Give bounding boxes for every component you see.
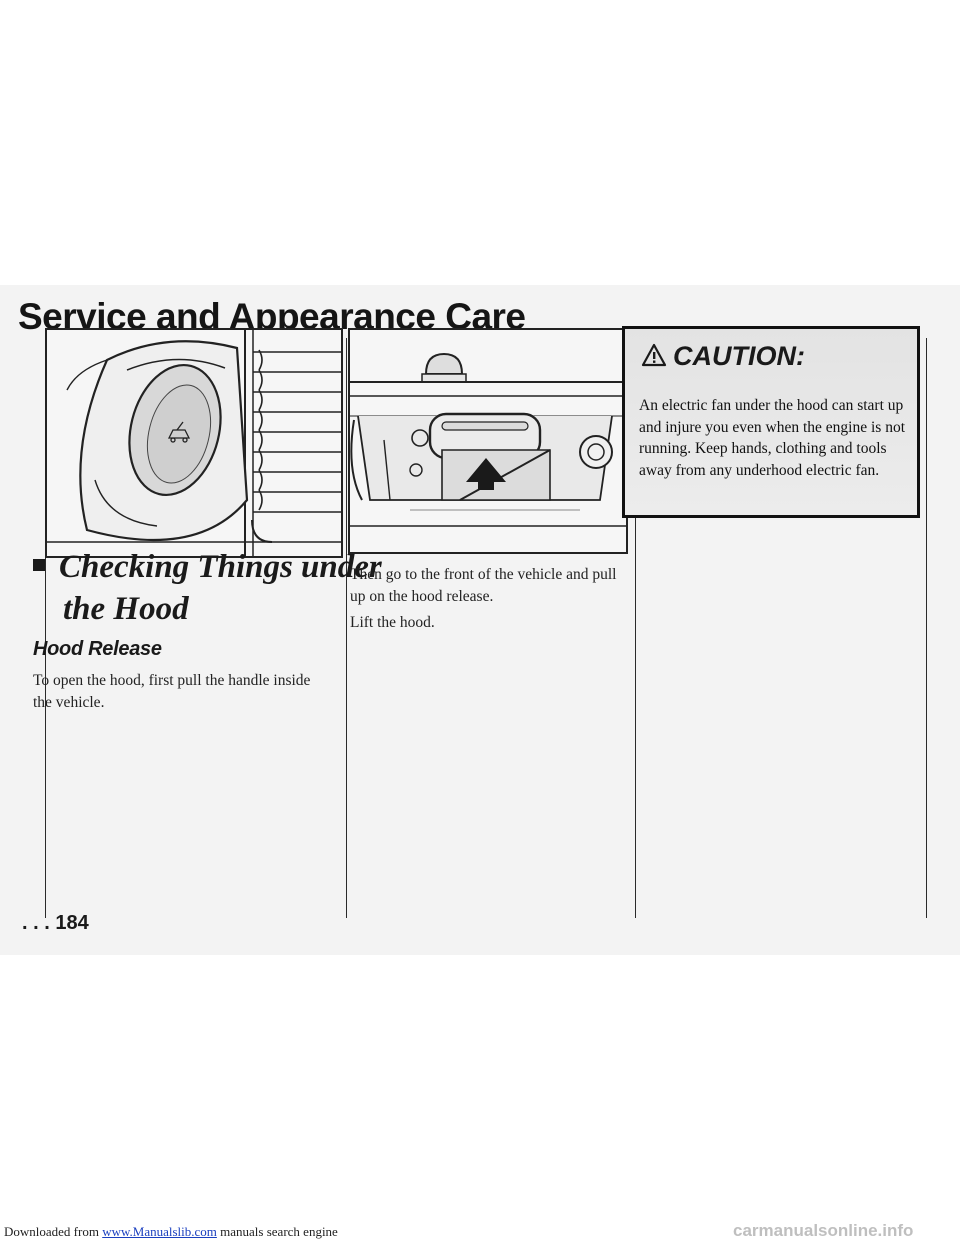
warning-triangle-icon (641, 343, 667, 367)
column-rule-far-right (926, 338, 927, 918)
hood-latch-drawing (350, 330, 626, 552)
manualslib-link[interactable]: www.Manualslib.com (102, 1224, 217, 1239)
column-rule-middle (346, 338, 347, 918)
caution-heading: CAUTION: (641, 341, 805, 372)
caution-title: CAUTION: (673, 341, 805, 371)
caution-text: An electric fan under the hood can start… (639, 397, 906, 479)
footer-suffix: manuals search engine (216, 1224, 338, 1239)
lift-hood-paragraph: Lift the hood. (350, 614, 435, 631)
subsection-heading: Hood Release (33, 638, 162, 660)
front-release-paragraph: Then go to the front of the vehicle and … (350, 566, 617, 605)
bullet-square-icon (33, 559, 45, 572)
hood-latch-illustration (348, 328, 628, 554)
caution-box: CAUTION: An electric fan under the hood … (622, 326, 920, 518)
column-rule-left (45, 338, 46, 918)
section-heading-line2: the Hood (63, 591, 189, 627)
footer-prefix: Downloaded from (4, 1224, 103, 1239)
watermark: carmanualsonline.info (733, 1221, 914, 1240)
download-footer: Downloaded from www.Manualslib.com manua… (4, 1224, 338, 1240)
page-number: . . . 184 (22, 912, 89, 934)
section-heading-line1: Checking Things under (59, 549, 382, 585)
hood-release-handle-drawing (47, 330, 341, 556)
column-rule-right (635, 338, 636, 918)
hood-release-handle-illustration (45, 328, 343, 558)
hood-release-paragraph: To open the hood, first pull the handle … (33, 672, 311, 711)
section-heading: Checking Things under the Hood (33, 546, 382, 630)
